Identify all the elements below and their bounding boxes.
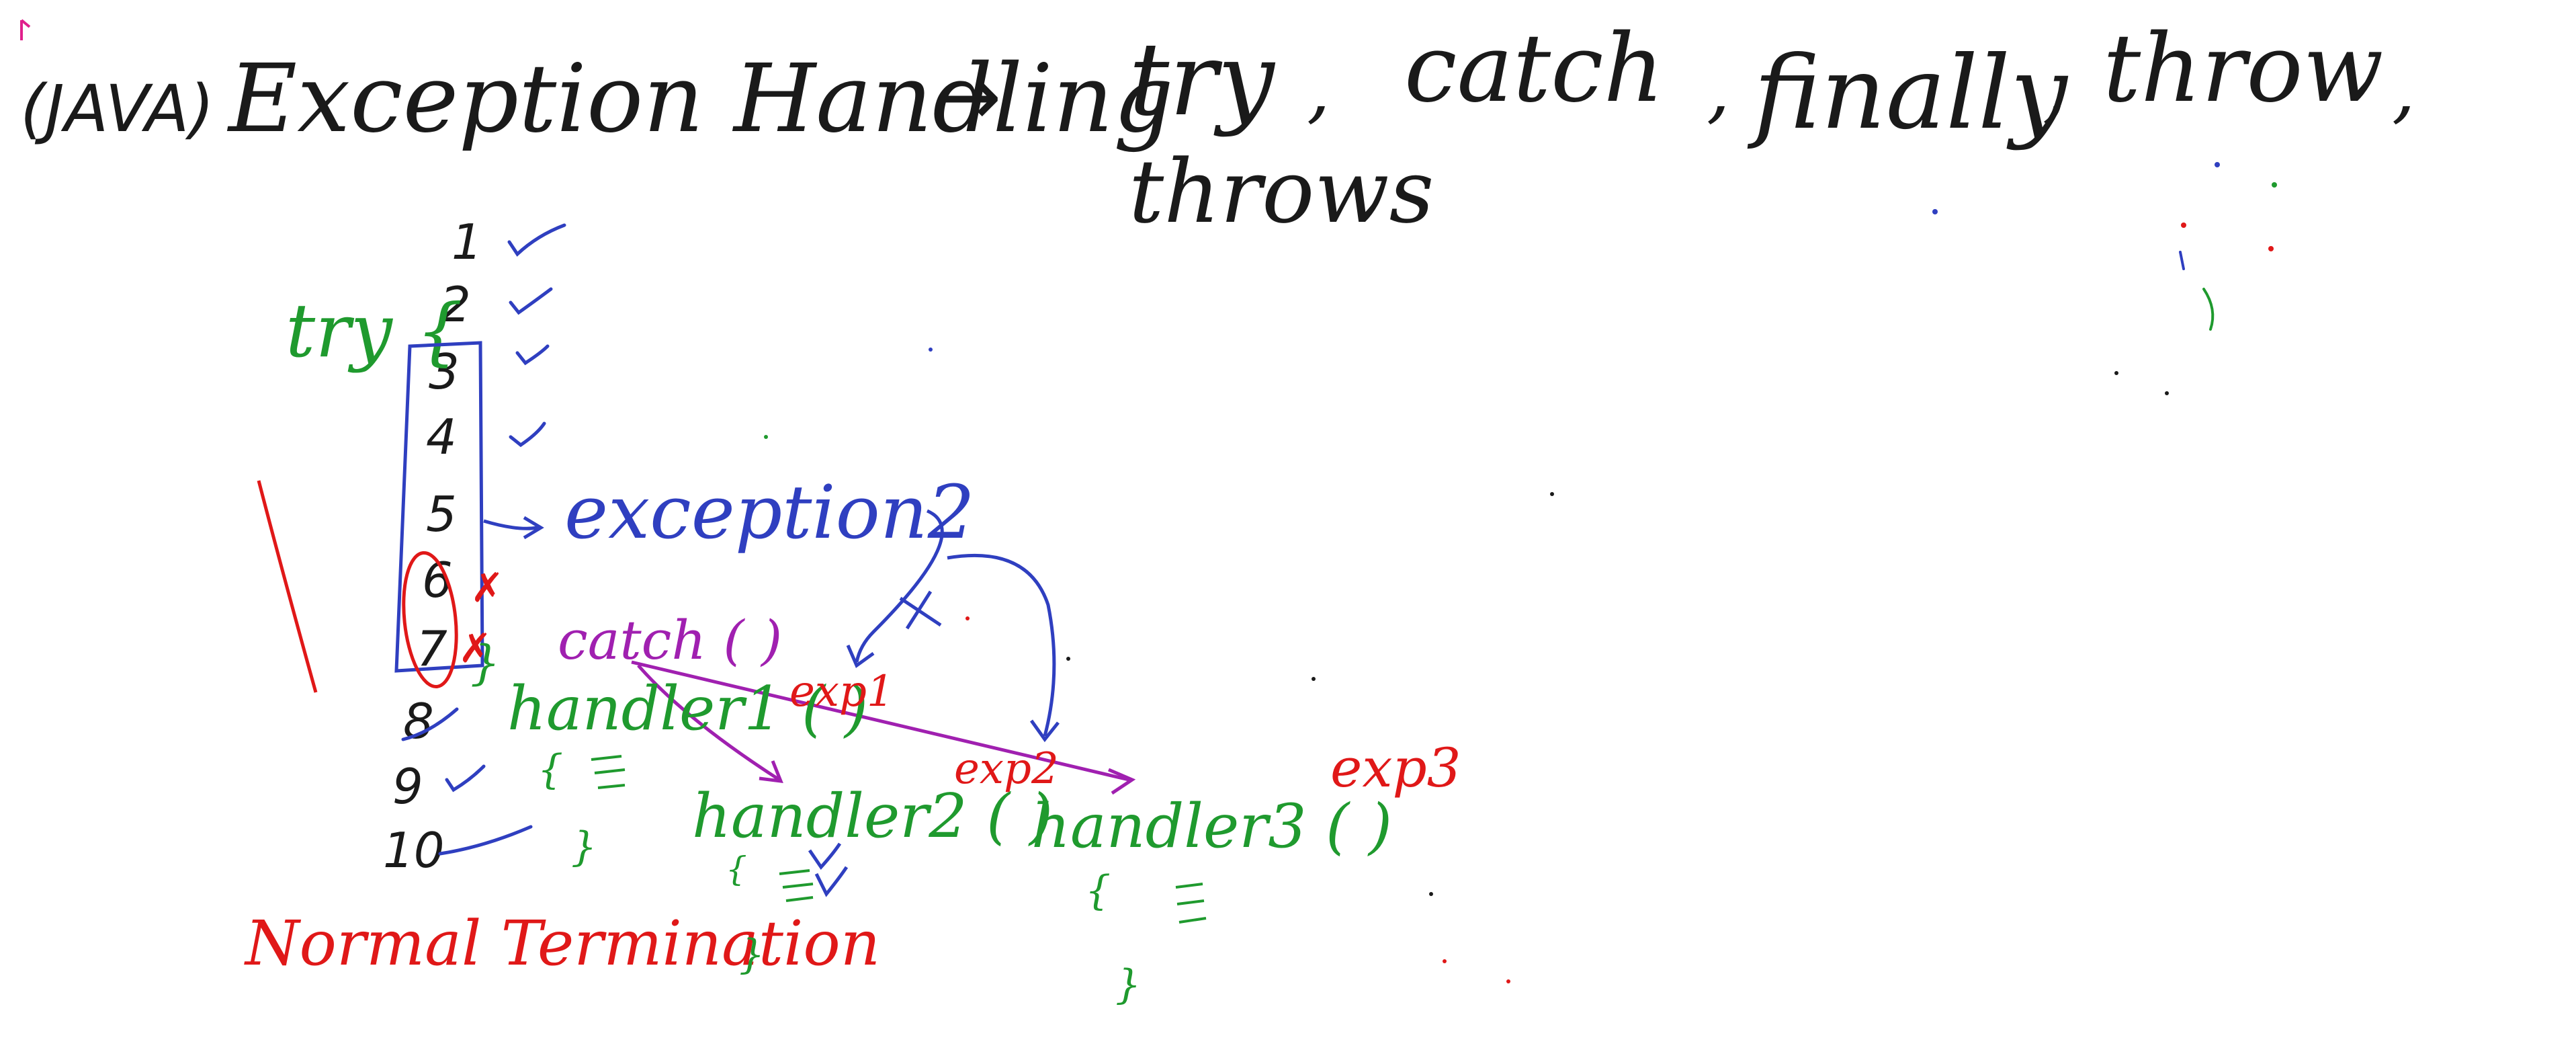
- throw-arrow-head: [523, 516, 544, 540]
- keyword-sep-4: ,: [2392, 46, 2415, 132]
- executed-check-marks: [401, 223, 566, 856]
- normal-termination-label: Normal Termination: [244, 907, 880, 979]
- handler2-exp: exp2: [954, 744, 1059, 794]
- handler1-body-lines: [591, 755, 626, 789]
- handler2-name: handler2 ( ): [692, 781, 1053, 852]
- exception-to-handler1-arrow-head: [846, 645, 875, 668]
- line-number: 8: [403, 693, 434, 749]
- exception-to-handler3-arrow-head: [1029, 719, 1060, 743]
- check-icon: [445, 764, 486, 793]
- keyword-throws: throws: [1129, 140, 1434, 243]
- cross-icon: ✗: [470, 565, 504, 612]
- check-icon: [401, 707, 459, 741]
- pen-cursor-icon: [20, 19, 31, 40]
- line-number: 9: [392, 758, 423, 815]
- keyword-sep-3: ,: [2043, 46, 2066, 132]
- keyword-sep-1: ,: [1307, 46, 1330, 132]
- throw-arrow: [483, 519, 538, 530]
- handler2-open-brace: {: [726, 850, 747, 889]
- handler1-name: handler1 ( ): [507, 674, 868, 744]
- line-number: 3: [429, 343, 460, 400]
- catch-to-handler3-arrow: [631, 660, 1129, 782]
- keyword-catch: catch: [1404, 14, 1664, 124]
- termination-close-brace: }: [739, 931, 765, 978]
- check-icon: [808, 842, 849, 897]
- handler3-close-brace: }: [1115, 961, 1141, 1008]
- line-number: 4: [426, 409, 457, 465]
- handler3-exp: exp3: [1330, 737, 1461, 799]
- line-number: 10: [383, 822, 445, 879]
- handler1-open-brace: {: [538, 746, 563, 793]
- catch-label: catch ( ): [558, 609, 782, 672]
- handler2-body-lines: [779, 869, 814, 902]
- catch-to-handler3-arrow-head: [1108, 768, 1136, 795]
- keyword-try: try: [1129, 22, 1276, 138]
- keyword-throw: throw: [2103, 14, 2383, 124]
- cross-icon: ✗: [458, 625, 492, 672]
- title-heading: Exception Handling: [226, 44, 1174, 154]
- line-number: 1: [452, 214, 482, 270]
- check-icon: [509, 287, 553, 315]
- skipped-lines-circle: [402, 551, 458, 689]
- check-icon: [438, 825, 533, 856]
- title-lang: (JAVA): [20, 71, 214, 147]
- try-block-box: [394, 341, 484, 673]
- catch-to-handler2-arrow-head: [759, 760, 783, 784]
- handler3-name: handler3 ( ): [1031, 791, 1392, 862]
- exception-to-handler1-arrow: [855, 509, 944, 663]
- title-arrow: →: [934, 50, 1002, 144]
- check-icon: [515, 344, 550, 366]
- exception-cross-out: [899, 590, 942, 630]
- check-icon: [509, 421, 546, 448]
- handler1-exp: exp1: [789, 667, 894, 717]
- handler1-close-brace: }: [571, 823, 597, 870]
- catch-to-handler2-arrow: [637, 664, 781, 782]
- handler3-body-lines: [1175, 883, 1207, 924]
- check-icon: [507, 223, 566, 257]
- exception-label: exception2: [564, 469, 975, 555]
- handler3-open-brace: {: [1085, 867, 1111, 914]
- stray-marks: [764, 162, 2277, 983]
- try-close-brace: }: [470, 635, 501, 690]
- keyword-sep-2: ,: [1707, 46, 1730, 132]
- exception-to-handler3-arrow: [947, 553, 1056, 737]
- line-number: 2: [440, 276, 471, 333]
- keyword-finally: finally: [1747, 35, 2069, 152]
- try-label: try {: [286, 288, 463, 374]
- flow-line: [257, 480, 318, 693]
- line-number: 5: [426, 486, 457, 542]
